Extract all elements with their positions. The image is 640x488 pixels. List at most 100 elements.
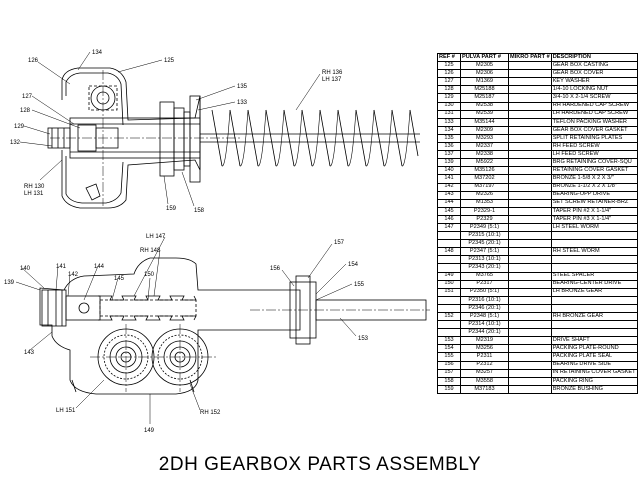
callout-lh-151: LH 151: [56, 408, 76, 414]
pulva-part-cell: M37202: [460, 174, 509, 184]
description-cell: [550, 320, 638, 330]
callout-126: 126: [28, 58, 39, 64]
description-cell: DRIVE SHAFT: [550, 336, 638, 346]
callout-139: 139: [4, 280, 15, 286]
description-cell: PACKING PLATE SEAL: [550, 352, 638, 362]
ref-cell: [437, 320, 461, 330]
description-cell: [550, 303, 638, 314]
ref-cell: 151: [437, 287, 461, 297]
ref-cell: [437, 303, 461, 314]
ref-cell: 147: [437, 222, 461, 233]
ref-cell: 145: [437, 206, 461, 216]
description-cell: TAPER PIN #2 X 1-1/4": [550, 206, 638, 216]
mikro-part-cell: [508, 133, 552, 144]
pulva-part-cell: M1369: [460, 77, 509, 87]
pulva-part-cell: M35126: [460, 166, 509, 176]
callout-145: 145: [114, 276, 125, 282]
ref-cell: [437, 239, 461, 249]
mikro-part-cell: [508, 303, 552, 314]
pulva-part-cell: M25187: [460, 93, 509, 103]
ref-cell: 144: [437, 198, 461, 208]
pulva-part-cell: M3293: [460, 133, 509, 144]
ref-cell: 129: [437, 93, 461, 103]
callout-154: 154: [348, 262, 359, 268]
description-cell: BEARING-OPP DRIVE: [550, 190, 638, 200]
pulva-part-cell: P2348 (5:1): [460, 311, 509, 322]
mikro-part-cell: [508, 222, 552, 233]
description-cell: IN RETAINING COVER GASKET: [550, 368, 638, 378]
mikro-part-cell: [508, 69, 552, 79]
callout-132: 132: [10, 140, 21, 146]
ref-cell: 143: [437, 190, 461, 200]
mikro-part-cell: [508, 117, 552, 127]
ref-cell: 155: [437, 352, 461, 362]
ref-cell: 157: [437, 368, 461, 378]
ref-cell: 158: [437, 376, 461, 386]
description-cell: BEARING-CENTER DRIVE: [550, 279, 638, 289]
description-cell: STEEL SPACER: [550, 271, 638, 281]
pulva-part-cell: P2345 (20:1): [460, 239, 509, 249]
callout-rh-136: RH 136: [322, 70, 343, 76]
description-cell: KEY WASHER: [550, 77, 638, 87]
mikro-part-cell: [508, 360, 552, 370]
ref-cell: 125: [437, 61, 461, 71]
pulva-part-cell: P2350 (5:1): [460, 287, 509, 297]
ref-cell: 126: [437, 69, 461, 79]
mikro-part-cell: [508, 295, 552, 305]
ref-cell: [437, 263, 461, 273]
callout-125: 125: [164, 58, 175, 64]
callout-127: 127: [22, 94, 33, 100]
callout-150: 150: [144, 272, 155, 278]
pulva-part-cell: M2538: [460, 101, 509, 111]
description-cell: LH STEEL WORM: [550, 222, 638, 233]
header-description: DESCRIPTION: [550, 52, 638, 63]
pulva-part-cell: M37183: [460, 384, 509, 394]
mikro-part-cell: [508, 352, 552, 362]
pulva-part-cell: M25188: [460, 85, 509, 95]
pulva-part-cell: M3765: [460, 271, 509, 281]
pulva-part-cell: P2344 (20:1): [460, 328, 509, 338]
table-row: P2345 (20:1): [437, 239, 638, 249]
pulva-part-cell: P2312: [460, 360, 509, 370]
description-cell: [550, 263, 638, 273]
parts-list-table: REF # PULVA PART # MIKRO PART # DESCRIPT…: [437, 52, 638, 394]
mikro-part-cell: [508, 125, 552, 135]
ref-cell: 140: [437, 166, 461, 176]
pulva-part-cell: P2346 (20:1): [460, 303, 509, 314]
ref-cell: 142: [437, 182, 461, 192]
ref-cell: 133: [437, 117, 461, 127]
pulva-part-cell: P2316 (10:1): [460, 295, 509, 305]
ref-cell: 127: [437, 77, 461, 87]
mikro-part-cell: [508, 166, 552, 176]
pulva-part-cell: P2311: [460, 352, 509, 362]
mikro-part-cell: [508, 376, 552, 386]
description-cell: RH BRONZE GEAR: [550, 311, 638, 322]
description-cell: [550, 231, 638, 241]
description-cell: PACKING PLATE-ROUND: [550, 344, 638, 354]
table-row: P2344 (20:1): [437, 328, 638, 338]
callout-156: 156: [270, 266, 281, 272]
pulva-part-cell: P2313 (10:1): [460, 255, 509, 265]
mikro-part-cell: [508, 174, 552, 184]
mikro-part-cell: [508, 279, 552, 289]
description-cell: LH BRONZE GEAR: [550, 287, 638, 297]
mikro-part-cell: [508, 271, 552, 281]
mikro-part-cell: [508, 287, 552, 297]
ref-cell: 154: [437, 344, 461, 354]
callout-lh-131: LH 131: [24, 191, 44, 197]
mikro-part-cell: [508, 231, 552, 241]
mikro-part-cell: [508, 247, 552, 257]
mikro-part-cell: [508, 190, 552, 200]
description-cell: [550, 295, 638, 305]
ref-cell: 128: [437, 85, 461, 95]
pulva-part-cell: P2317: [460, 279, 509, 289]
callout-157: 157: [334, 240, 345, 246]
